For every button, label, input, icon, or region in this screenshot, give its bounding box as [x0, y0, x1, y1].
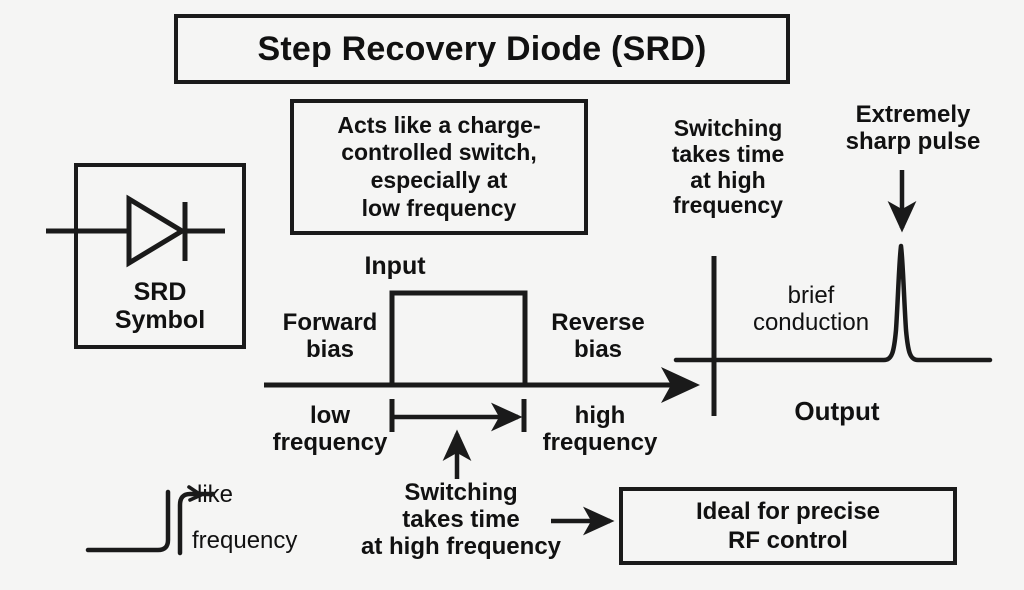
step-waveform-icon: [85, 485, 216, 556]
page-title: Step Recovery Diode (SRD): [174, 14, 790, 84]
input-waveform-plot: [264, 290, 701, 432]
input-plot-title: Input: [364, 252, 426, 280]
output-waveform-plot: [673, 243, 993, 416]
switching-takes-time-note: Switching takes time at high frequency: [671, 115, 785, 219]
output-plot-title: Output: [794, 396, 880, 426]
srd-symbol-box: [74, 163, 246, 349]
bottom-switching-note: Switching takes time at high frequency: [360, 479, 562, 560]
charge-controlled-switch-note: Acts like a charge- controlled switch, e…: [290, 99, 588, 235]
extremely-sharp-pulse-label: Extremely sharp pulse: [845, 101, 981, 155]
output-sharp-pulse: [673, 243, 993, 363]
bottom-frequency-label: frequency: [192, 527, 298, 554]
srd-symbol-caption: SRD Symbol: [114, 278, 206, 334]
low-frequency-label: low frequency: [272, 402, 388, 456]
diode-symbol-icon: [46, 194, 225, 268]
forward-bias-label: Forward bias: [282, 309, 378, 363]
input-pulse: [389, 290, 528, 385]
reverse-bias-label: Reverse bias: [551, 309, 645, 363]
rf-control-note: Ideal for precise RF control: [619, 487, 957, 565]
brief-conduction-label: brief conduction: [752, 282, 870, 336]
high-frequency-label: high frequency: [542, 402, 658, 456]
